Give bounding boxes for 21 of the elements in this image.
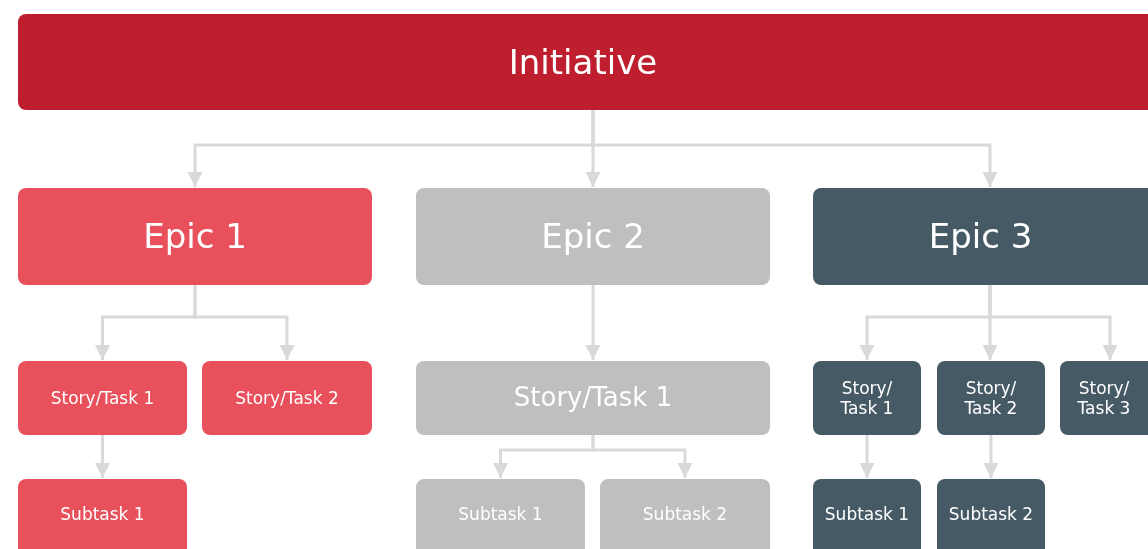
connector-arrow	[591, 435, 693, 478]
connector-arrow	[193, 285, 295, 360]
story-box: Story/ Task 2	[937, 361, 1045, 435]
subtask-box: Subtask 1	[18, 479, 187, 549]
story-box: Story/ Task 1	[813, 361, 921, 435]
subtask-box: Subtask 2	[600, 479, 770, 549]
story-box: Story/ Task 3	[1060, 361, 1148, 435]
epic-box: Epic 2	[416, 188, 770, 285]
initiative-bar: Initiative	[18, 14, 1148, 110]
subtask-box: Subtask 1	[813, 479, 921, 549]
connector-arrow	[859, 435, 875, 478]
subtask-box: Subtask 2	[937, 479, 1045, 549]
story-box: Story/Task 2	[202, 361, 372, 435]
epic-box: Epic 1	[18, 188, 372, 285]
subtask-box: Subtask 1	[416, 479, 585, 549]
connector-arrow	[585, 285, 601, 360]
story-box: Story/Task 1	[416, 361, 770, 435]
epic-box: Epic 3	[813, 188, 1148, 285]
connector-arrow	[983, 435, 999, 478]
story-box: Story/Task 1	[18, 361, 187, 435]
connector-arrow	[95, 435, 110, 478]
